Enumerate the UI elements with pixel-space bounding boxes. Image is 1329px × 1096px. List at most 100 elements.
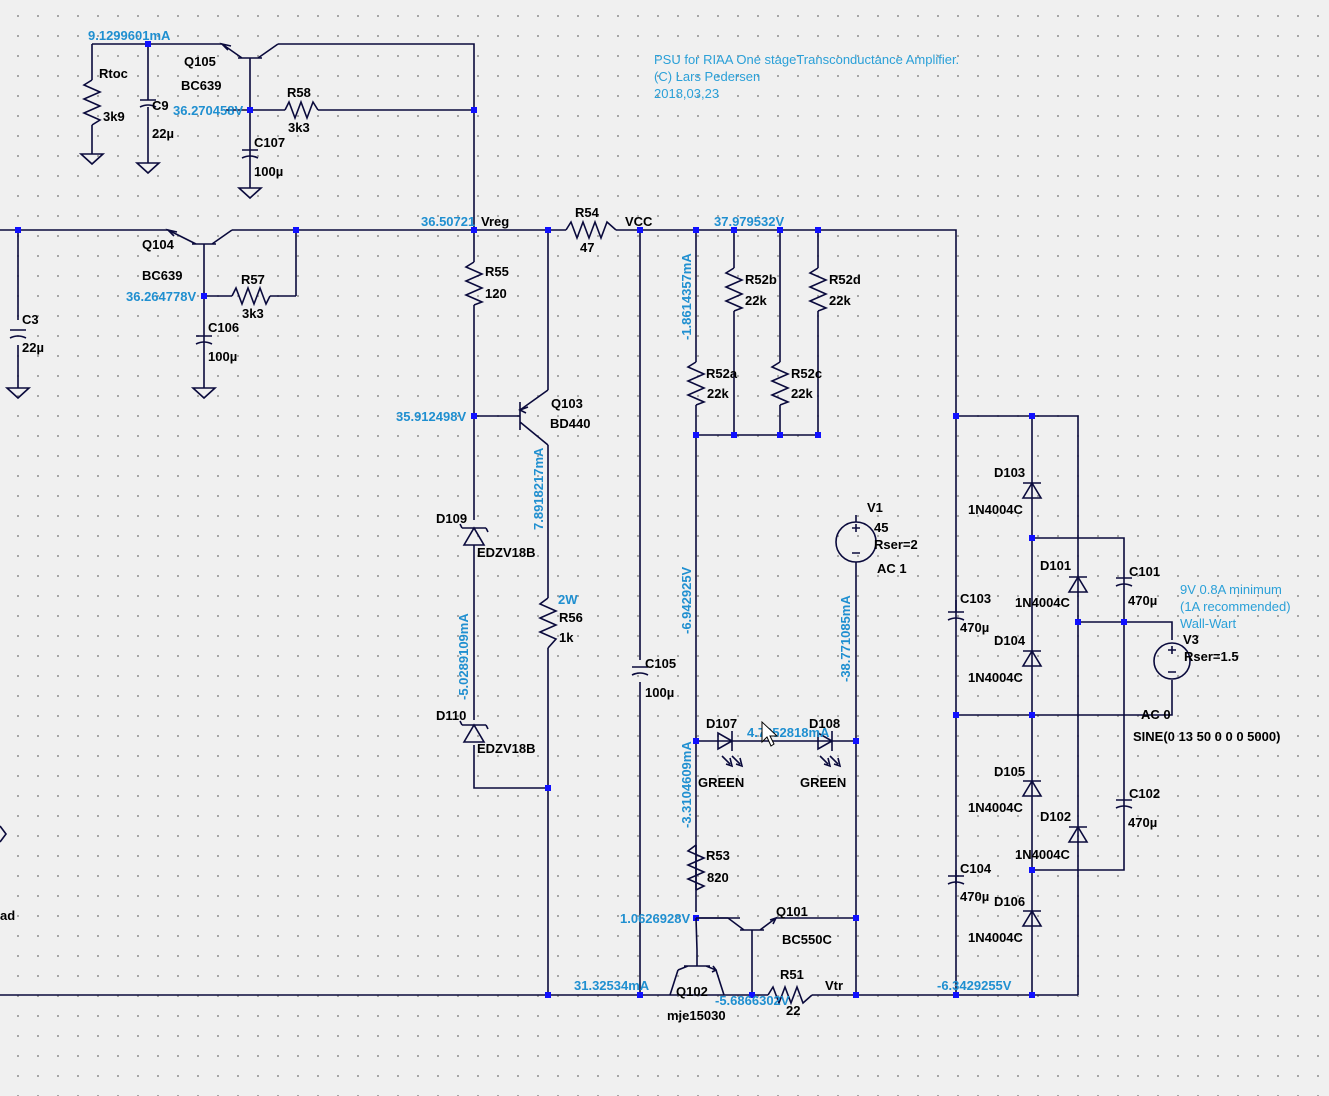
diode-d102[interactable]	[1067, 825, 1089, 843]
label-v3-name: V3	[1183, 632, 1199, 647]
label-q102-value: mje15030	[667, 1008, 726, 1023]
wallwart-line-1: 9V 0.8A minimum	[1180, 582, 1282, 597]
label-v1-ac: AC 1	[877, 561, 907, 576]
label-r52b-value: 22k	[745, 293, 767, 308]
label-c9-value: 22µ	[152, 126, 174, 141]
label-d108-value: GREEN	[800, 775, 846, 790]
capacitor-c103[interactable]	[947, 611, 965, 621]
diode-d103[interactable]	[1021, 481, 1043, 499]
measurement-q104-base: 36.264778V	[126, 289, 196, 304]
transistor-q102[interactable]	[677, 917, 718, 973]
label-v1-name: V1	[867, 500, 883, 515]
label-r55-value: 120	[485, 286, 507, 301]
resistor-rtoc[interactable]	[80, 79, 104, 165]
label-c106-value: 100µ	[208, 349, 237, 364]
label-d102-name: D102	[1040, 809, 1071, 824]
resistor-r52d[interactable]	[808, 267, 829, 312]
resistor-r51[interactable]	[767, 984, 813, 1006]
label-r52d-name: R52d	[829, 272, 861, 287]
label-v3-sine: SINE(0 13 50 0 0 0 5000)	[1133, 729, 1280, 744]
zener-d109[interactable]	[459, 523, 489, 546]
transistor-q103[interactable]	[518, 389, 549, 446]
measurement-q105-base: 36.270458V	[173, 103, 243, 118]
label-r54-value: 47	[580, 240, 594, 255]
label-r52d-value: 22k	[829, 293, 851, 308]
capacitor-c102[interactable]	[1115, 799, 1133, 809]
resistor-r52c[interactable]	[770, 361, 791, 406]
label-d110-value: EDZV18B	[477, 741, 536, 756]
label-r52c-name: R52c	[791, 366, 822, 381]
resistor-r55[interactable]	[464, 261, 485, 306]
transistor-q105[interactable]	[219, 42, 279, 70]
label-d109-value: EDZV18B	[477, 545, 536, 560]
label-r56-power: 2W	[558, 592, 578, 607]
diode-d106[interactable]	[1021, 909, 1043, 927]
diode-d105[interactable]	[1021, 779, 1043, 797]
label-d107-name: D107	[706, 716, 737, 731]
title-line-2: (C) Lars Pedersen	[654, 69, 760, 84]
label-c9-name: C9	[152, 98, 169, 113]
net-label-vreg: Vreg	[481, 214, 509, 229]
label-rtoc-name: Rtoc	[99, 66, 128, 81]
label-r51-name: R51	[780, 967, 804, 982]
label-r53-value: 820	[707, 870, 729, 885]
label-r53-name: R53	[706, 848, 730, 863]
resistor-r57[interactable]	[231, 285, 271, 307]
measurement-zener-current: -5.0289109mA	[456, 613, 471, 700]
label-d108-name: D108	[809, 716, 840, 731]
diode-d104[interactable]	[1021, 649, 1043, 667]
label-r51-value: 22	[786, 1003, 800, 1018]
resistor-r54[interactable]	[565, 219, 617, 241]
label-q103-name: Q103	[551, 396, 583, 411]
label-d104-name: D104	[994, 633, 1026, 648]
resistor-r53[interactable]	[686, 844, 706, 891]
resistor-r52b[interactable]	[724, 267, 745, 312]
capacitor-c101[interactable]	[1115, 577, 1133, 587]
label-c101-name: C101	[1129, 564, 1160, 579]
capacitor-c3[interactable]	[6, 329, 30, 399]
resistor-r58[interactable]	[284, 99, 319, 121]
label-c103-value: 470µ	[960, 620, 989, 635]
title-line-1: PSU for RIAA One stageTransconductance A…	[654, 52, 959, 67]
label-c105-value: 100µ	[645, 685, 674, 700]
net-label-vcc: VCC	[625, 214, 653, 229]
voltage-source-v3[interactable]	[1153, 642, 1191, 680]
label-q102-name: Q102	[676, 984, 708, 999]
voltage-source-v1[interactable]	[835, 521, 877, 563]
label-c3-name: C3	[22, 312, 39, 327]
resistor-r52a[interactable]	[686, 361, 707, 406]
label-d105-name: D105	[994, 764, 1025, 779]
label-d101-value: 1N4004C	[1015, 595, 1071, 610]
label-r57-name: R57	[241, 272, 265, 287]
label-d107-value: GREEN	[698, 775, 744, 790]
measurement-vcc: 37.979532V	[714, 214, 784, 229]
led-d107[interactable]	[717, 731, 744, 768]
measurement-q105-current: 9.1299601mA	[88, 28, 171, 43]
capacitor-c104[interactable]	[947, 875, 965, 885]
partial-component-left	[0, 825, 7, 843]
title-line-3: 2018,03,23	[654, 86, 719, 101]
measurement-ground-current: 31.32534mA	[574, 978, 650, 993]
label-v1-rser: Rser=2	[874, 537, 918, 552]
label-r56-name: R56	[559, 610, 583, 625]
measurement-led-current: -3.3104609mA	[679, 741, 694, 828]
measurement-q103-collector: 7.8918217mA	[531, 447, 546, 530]
capacitor-c106[interactable]	[192, 335, 216, 399]
led-d108[interactable]	[817, 731, 842, 768]
capacitor-c9[interactable]	[136, 99, 160, 174]
label-c102-value: 470µ	[1128, 815, 1157, 830]
label-r52c-value: 22k	[791, 386, 813, 401]
diode-d101[interactable]	[1067, 575, 1089, 593]
transistor-q104[interactable]	[165, 228, 233, 255]
measurement-q101-base: 1.0626928V	[620, 911, 690, 926]
capacitor-c107[interactable]	[238, 149, 262, 199]
resistor-r56[interactable]	[538, 597, 558, 649]
label-d106-value: 1N4004C	[968, 930, 1024, 945]
label-v3-ac: AC 0	[1141, 707, 1171, 722]
zener-d110[interactable]	[459, 720, 489, 743]
label-r58-name: R58	[287, 85, 311, 100]
capacitor-c105[interactable]	[631, 666, 649, 676]
transistor-q101[interactable]	[696, 916, 778, 940]
measurement-q102-emitter: -5.6866302V	[715, 993, 790, 1008]
